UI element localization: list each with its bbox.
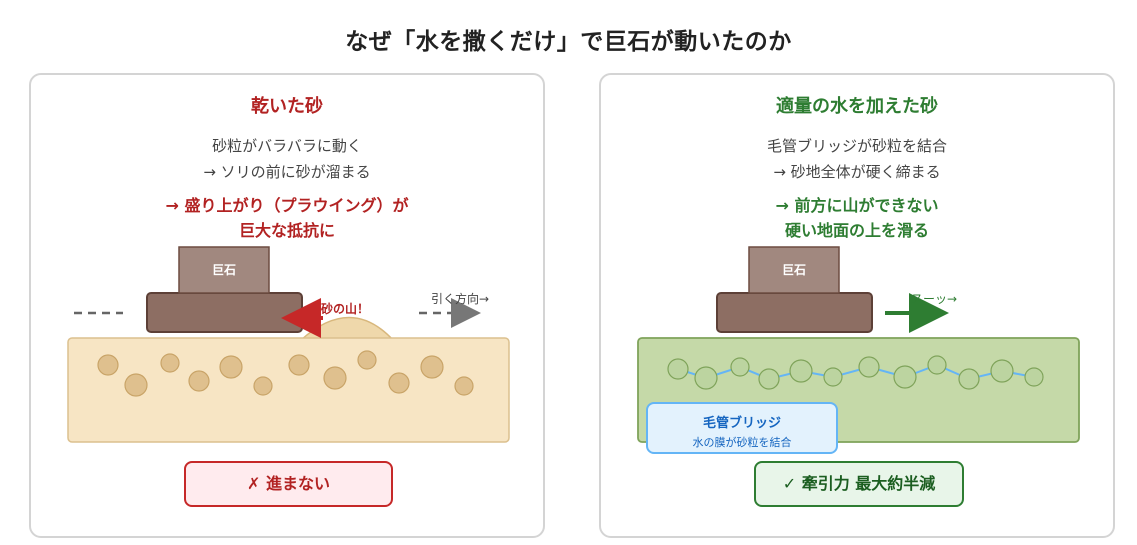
sled bbox=[716, 292, 873, 333]
wet-grain bbox=[730, 357, 750, 377]
wet-grain bbox=[1024, 367, 1044, 387]
wet-grain bbox=[990, 359, 1014, 383]
sand-grain bbox=[420, 355, 444, 379]
wet-grain bbox=[667, 358, 689, 380]
dry-sand-panel: 乾いた砂 砂粒がバラバラに動く → ソリの前に砂が溜まる → 盛り上がり（プラウ… bbox=[29, 73, 545, 538]
capillary-bridge-subtitle: 水の膜が砂粒を結合 bbox=[692, 436, 792, 449]
wet-grain bbox=[958, 368, 980, 390]
wet-grain bbox=[789, 359, 813, 383]
dry-sand-title: 乾いた砂 bbox=[251, 96, 323, 117]
wet-grain bbox=[823, 367, 843, 387]
wet-sand-title: 適量の水を加えた砂 bbox=[776, 96, 938, 117]
dry-sand-emphasis-2: 巨大な抵抗に bbox=[238, 221, 335, 240]
sand-grain bbox=[357, 350, 377, 370]
sand-grain bbox=[124, 373, 148, 397]
dry-sand-grains bbox=[97, 350, 474, 397]
sand-mound-label: 砂の山！ bbox=[320, 301, 369, 316]
stone-label: 巨石 bbox=[782, 263, 806, 277]
dry-sand-line-1: 砂粒がバラバラに動く bbox=[212, 137, 362, 155]
stone-block bbox=[178, 246, 270, 294]
wet-grain bbox=[758, 368, 780, 390]
sand-grain bbox=[219, 355, 243, 379]
wet-grain bbox=[893, 365, 917, 389]
wet-sand-panel: 適量の水を加えた砂 毛管ブリッジが砂粒を結合 → 砂地全体が硬く締まる → 前方… bbox=[599, 73, 1115, 538]
motion-label: スーッ→ bbox=[911, 292, 957, 306]
capillary-bridge-callout: 毛管ブリッジ 水の膜が砂粒を結合 bbox=[646, 402, 838, 454]
sand-mound bbox=[299, 316, 395, 341]
pull-direction-label: 引く方向→ bbox=[431, 291, 489, 306]
wet-sand-emphasis-1: → 前方に山ができない bbox=[775, 196, 939, 215]
sand-grain bbox=[288, 354, 310, 376]
stone-label: 巨石 bbox=[212, 263, 236, 277]
sled bbox=[146, 292, 303, 333]
sand-grain bbox=[160, 353, 180, 373]
capillary-bridge-title: 毛管ブリッジ bbox=[702, 416, 781, 431]
stone-block bbox=[748, 246, 840, 294]
wet-grain bbox=[694, 366, 718, 390]
wet-grain bbox=[927, 355, 947, 375]
wet-sand-line-2: → 砂地全体が硬く締まる bbox=[773, 163, 941, 181]
dry-result-badge: ✗ 進まない bbox=[184, 461, 393, 507]
sand-grain bbox=[388, 372, 410, 394]
sand-grain bbox=[253, 376, 273, 396]
wet-sand-emphasis-2: 硬い地面の上を滑る bbox=[784, 221, 929, 240]
page-title: なぜ「水を撒くだけ」で巨石が動いたのか bbox=[345, 29, 792, 55]
wet-sand-line-1: 毛管ブリッジが砂粒を結合 bbox=[766, 137, 947, 155]
sand-grain bbox=[454, 376, 474, 396]
wet-sand-grains bbox=[667, 355, 1044, 390]
sand-grain bbox=[188, 370, 210, 392]
sand-grain bbox=[97, 354, 119, 376]
dry-sand-scene: 引く方向→ 巨石 砂の山！ bbox=[67, 246, 510, 443]
wet-grain bbox=[858, 356, 880, 378]
sand-grain bbox=[323, 366, 347, 390]
dry-sand-emphasis-1: → 盛り上がり（プラウイング）が bbox=[165, 196, 409, 215]
wet-result-badge: ✓ 牽引力 最大約半減 bbox=[754, 461, 964, 507]
dry-sand-line-2: → ソリの前に砂が溜まる bbox=[203, 163, 371, 181]
